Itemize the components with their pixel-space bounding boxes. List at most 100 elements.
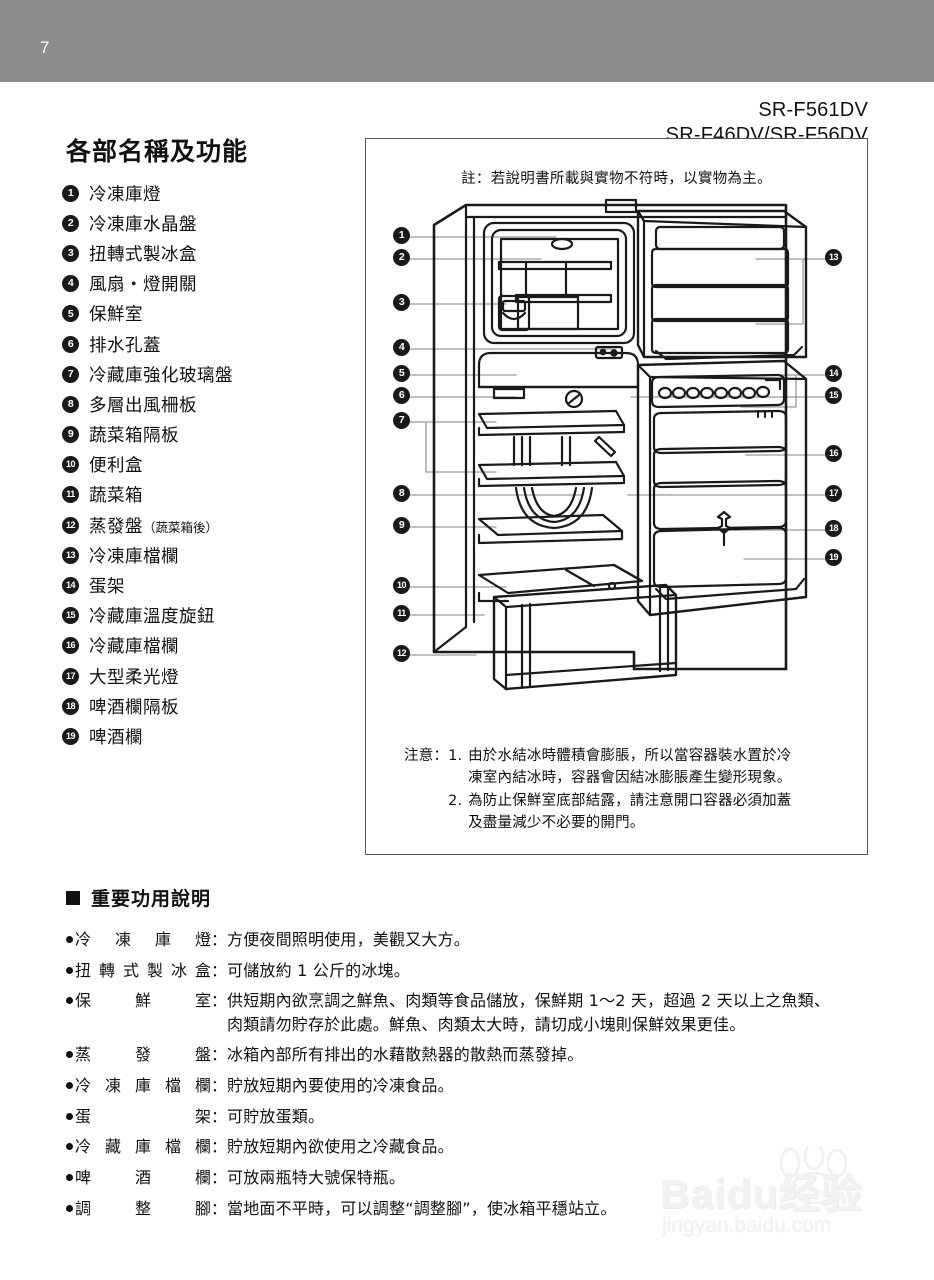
bullet-dot-icon <box>66 1143 73 1151</box>
model-number-line-1: SR-F561DV <box>758 99 868 121</box>
function-description: 供短期內欲烹調之鮮魚、肉類等食品儲放，保鮮期 1～2 天，超過 2 天以上之魚類… <box>227 989 916 1035</box>
function-description-line-1: 當地面不平時，可以調整“調整腳”，使冰箱平穩站立。 <box>227 1198 617 1218</box>
part-label: 排水孔蓋 <box>89 332 161 357</box>
part-label-main: 冷藏庫強化玻璃盤 <box>89 365 233 386</box>
part-label-main: 扭轉式製冰盒 <box>89 244 197 265</box>
part-label-main: 蒸發盤 <box>89 516 143 537</box>
function-name-char: 盒 <box>194 960 211 980</box>
function-colon: ： <box>211 991 228 1011</box>
function-name-char: 燈 <box>194 930 211 949</box>
part-label: 蔬菜箱 <box>89 482 143 507</box>
function-name-char: 冰 <box>170 960 187 980</box>
page-number: 7 <box>40 38 50 57</box>
part-number-badge: 17 <box>62 667 79 685</box>
function-description: 可貯放蛋類。 <box>227 1105 916 1128</box>
part-number-badge: 8 <box>62 395 79 413</box>
part-label: 冷凍庫燈 <box>89 181 161 206</box>
function-description-line-1: 可放兩瓶特大號保特瓶。 <box>227 1168 406 1187</box>
function-name-char: 發 <box>134 1045 151 1065</box>
diagram-callout-18: 18 <box>825 520 842 537</box>
function-name-char: 冷 <box>75 1075 92 1095</box>
caution-item-2: 注意： 2. 為防止保鮮室底部結露，請注意開口容器必須加蓋 <box>404 790 854 812</box>
caution-item-2-cont: 注意： 及盡量減少不必要的開門。 <box>404 812 854 834</box>
part-number-badge: 1 <box>62 184 79 202</box>
bullet-dot-icon <box>66 1081 73 1089</box>
part-label: 風扇・燈開關 <box>89 271 197 296</box>
function-colon: ： <box>211 930 228 949</box>
part-label-main: 蔬菜箱 <box>89 486 143 507</box>
bullet-dot-icon <box>66 966 73 974</box>
function-name-char: 庫 <box>154 930 171 949</box>
part-label: 啤酒欄隔板 <box>89 694 179 719</box>
function-name: 冷凍庫燈 <box>75 928 211 951</box>
caution-text-2-line-1: 為防止保鮮室底部結露，請注意開口容器必須加蓋 <box>468 792 792 809</box>
function-name-char: 欄 <box>194 1168 211 1187</box>
part-label-main: 冷凍庫檔欄 <box>89 546 179 567</box>
function-name-char: 啤 <box>75 1168 92 1187</box>
part-number-badge: 16 <box>62 637 79 655</box>
part-label: 蔬菜箱隔板 <box>89 422 179 447</box>
part-label: 便利盒 <box>89 452 143 477</box>
diagram-callout-16: 16 <box>825 445 842 462</box>
function-row: 冷凍庫燈：方便夜間照明使用，美觀又大方。 <box>66 928 916 951</box>
square-bullet-icon <box>66 890 80 905</box>
part-number-badge: 19 <box>62 727 79 745</box>
caution-label: 注意： <box>404 748 449 764</box>
diagram-callout-4: 4 <box>393 339 410 356</box>
part-number-badge: 5 <box>62 305 79 323</box>
bullet-dot-icon <box>66 997 73 1005</box>
caution-text-1-line-2: 凍室內結冰時，容器會因結冰膨脹產生變形現象。 <box>468 770 792 787</box>
part-list-item: 10 便利盒 <box>62 450 352 480</box>
caution-index-spacer-2 <box>448 812 468 834</box>
caution-index-spacer <box>448 767 468 789</box>
function-name: 蛋架 <box>75 1105 211 1128</box>
part-list-item: 19 啤酒欄 <box>62 721 352 751</box>
function-name-char: 架 <box>194 1106 211 1126</box>
function-name-char: 冷 <box>75 930 92 949</box>
part-number-badge: 6 <box>62 335 79 353</box>
function-name-char: 欄 <box>194 1075 211 1095</box>
function-colon: ： <box>211 1075 228 1095</box>
caution-index-2: 2. <box>448 792 463 809</box>
bullet-dot-icon <box>66 936 73 943</box>
part-label-main: 蔬菜箱隔板 <box>89 426 179 447</box>
part-list-item: 5 保鮮室 <box>62 299 352 329</box>
part-label-main: 風扇・燈開關 <box>89 275 197 296</box>
caution-block: 注意： 1. 由於水結冰時體積會膨脹，所以當容器裝水置於冷 注意： 凍室內結冰時… <box>404 745 854 835</box>
caution-item-1: 注意： 1. 由於水結冰時體積會膨脹，所以當容器裝水置於冷 <box>404 745 854 767</box>
important-section-title: 重要功用說明 <box>91 888 212 910</box>
function-name-char: 式 <box>122 960 139 980</box>
part-label-main: 啤酒欄 <box>89 727 143 748</box>
part-number-badge: 11 <box>62 486 79 504</box>
part-label-main: 冷藏庫溫度旋鈕 <box>89 607 215 628</box>
part-number-badge: 7 <box>62 365 79 383</box>
function-name-char: 檔 <box>164 1137 181 1157</box>
part-label-sub: （蔬菜箱後） <box>143 519 219 535</box>
bullet-dot-icon <box>66 1204 73 1212</box>
function-colon: ： <box>211 1198 228 1218</box>
diagram-callout-6: 6 <box>393 387 410 404</box>
function-name-char: 蒸 <box>75 1045 92 1065</box>
function-name-char: 盤 <box>194 1045 211 1065</box>
part-number-badge: 2 <box>62 214 79 232</box>
part-number-badge: 10 <box>62 456 79 474</box>
function-name: 冷藏庫檔欄 <box>75 1135 211 1158</box>
diagram-callout-15: 15 <box>825 387 842 404</box>
part-label: 冷藏庫檔欄 <box>89 633 179 658</box>
function-description-line-2: 肉類請勿貯存於此處。鮮魚、肉類太大時，請切成小塊則保鮮效果更佳。 <box>227 1014 746 1034</box>
part-label-main: 冷藏庫檔欄 <box>89 637 179 658</box>
diagram-callout-3: 3 <box>393 294 410 311</box>
part-label: 啤酒欄 <box>89 724 143 749</box>
function-colon: ： <box>211 1106 228 1126</box>
caution-index-1: 1. <box>448 748 463 764</box>
diagram-callout-11: 11 <box>393 605 410 622</box>
part-label: 保鮮室 <box>89 301 143 326</box>
function-description-line-1: 冰箱內部所有排出的水藉散熱器的散熱而蒸發掉。 <box>227 1045 584 1065</box>
